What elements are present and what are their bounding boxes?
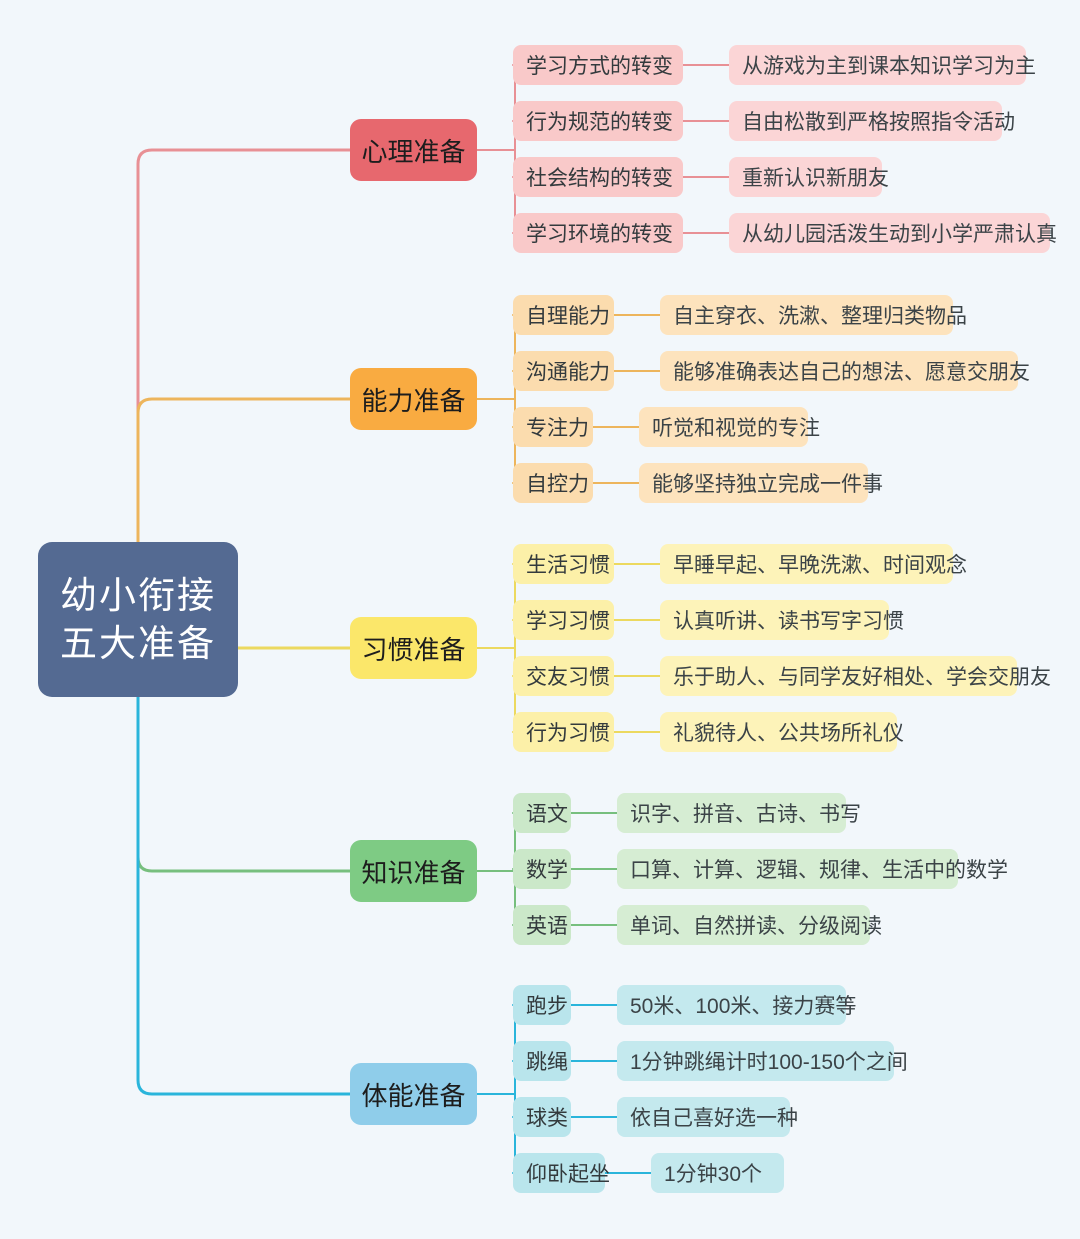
subtopic-label: 行为习惯 — [526, 722, 610, 745]
subtopic-label: 学习习惯 — [526, 610, 610, 633]
subtopic-label: 仰卧起坐 — [526, 1163, 610, 1186]
detail-label: 自由松散到严格按照指令活动 — [742, 111, 1015, 134]
detail-label: 1分钟30个 — [664, 1163, 763, 1186]
subtopic-label: 学习方式的转变 — [526, 55, 673, 78]
detail-node[interactable]: 从游戏为主到课本知识学习为主 — [729, 45, 1036, 85]
detail-label: 礼貌待人、公共场所礼仪 — [673, 722, 904, 745]
detail-node[interactable]: 口算、计算、逻辑、规律、生活中的数学 — [617, 849, 1008, 889]
subtopic-label: 学习环境的转变 — [526, 223, 673, 246]
subtopic-node[interactable]: 自控力 — [513, 463, 593, 503]
subtopic-node[interactable]: 跑步 — [513, 985, 571, 1025]
subtopic-label: 自控力 — [526, 473, 589, 496]
subtopic-node[interactable]: 生活习惯 — [513, 544, 614, 584]
branch-label: 能力准备 — [361, 385, 466, 416]
subtopic-node[interactable]: 行为习惯 — [513, 712, 614, 752]
detail-label: 早睡早起、早晚洗漱、时间观念 — [673, 554, 967, 577]
detail-label: 认真听讲、读书写字习惯 — [673, 610, 904, 633]
detail-label: 识字、拼音、古诗、书写 — [630, 803, 861, 826]
detail-node[interactable]: 单词、自然拼读、分级阅读 — [617, 905, 882, 945]
detail-label: 从幼儿园活泼生动到小学严肃认真 — [742, 223, 1057, 246]
detail-node[interactable]: 自主穿衣、洗漱、整理归类物品 — [660, 295, 967, 335]
branch-label: 体能准备 — [361, 1080, 466, 1111]
detail-node[interactable]: 识字、拼音、古诗、书写 — [617, 793, 861, 833]
detail-label: 乐于助人、与同学友好相处、学会交朋友 — [673, 666, 1051, 689]
detail-node[interactable]: 礼貌待人、公共场所礼仪 — [660, 712, 904, 752]
root-line-2: 五大准备 — [60, 622, 216, 664]
detail-node[interactable]: 能够坚持独立完成一件事 — [639, 463, 883, 503]
detail-label: 单词、自然拼读、分级阅读 — [630, 915, 882, 938]
subtopic-node[interactable]: 学习方式的转变 — [513, 45, 683, 85]
subtopic-node[interactable]: 行为规范的转变 — [513, 101, 683, 141]
subtopic-node[interactable]: 学习习惯 — [513, 600, 614, 640]
subtopic-node[interactable]: 跳绳 — [513, 1041, 571, 1081]
detail-node[interactable]: 乐于助人、与同学友好相处、学会交朋友 — [660, 656, 1051, 696]
detail-label: 自主穿衣、洗漱、整理归类物品 — [673, 305, 967, 328]
branch-node-3[interactable]: 习惯准备 — [350, 617, 477, 679]
detail-node[interactable]: 50米、100米、接力赛等 — [617, 985, 856, 1025]
subtopic-label: 自理能力 — [526, 305, 610, 328]
subtopic-label: 球类 — [526, 1107, 568, 1130]
detail-label: 能够准确表达自己的想法、愿意交朋友 — [673, 361, 1030, 384]
subtopic-node[interactable]: 数学 — [513, 849, 571, 889]
subtopic-label: 跳绳 — [526, 1051, 568, 1074]
detail-node[interactable]: 早睡早起、早晚洗漱、时间观念 — [660, 544, 967, 584]
branch-label: 心理准备 — [361, 136, 466, 167]
detail-node[interactable]: 1分钟跳绳计时100-150个之间 — [617, 1041, 908, 1081]
detail-node[interactable]: 认真听讲、读书写字习惯 — [660, 600, 904, 640]
detail-label: 重新认识新朋友 — [742, 167, 889, 190]
detail-node[interactable]: 1分钟30个 — [651, 1153, 784, 1193]
subtopic-label: 社会结构的转变 — [526, 167, 673, 190]
subtopic-label: 交友习惯 — [526, 666, 610, 689]
detail-node[interactable]: 依自己喜好选一种 — [617, 1097, 798, 1137]
detail-label: 从游戏为主到课本知识学习为主 — [742, 55, 1036, 78]
subtopic-node[interactable]: 社会结构的转变 — [513, 157, 683, 197]
subtopic-label: 沟通能力 — [526, 361, 610, 384]
detail-node[interactable]: 自由松散到严格按照指令活动 — [729, 101, 1015, 141]
subtopic-node[interactable]: 自理能力 — [513, 295, 614, 335]
subtopic-label: 跑步 — [526, 995, 568, 1018]
subtopic-node[interactable]: 英语 — [513, 905, 571, 945]
subtopic-node[interactable]: 学习环境的转变 — [513, 213, 683, 253]
detail-node[interactable]: 听觉和视觉的专注 — [639, 407, 820, 447]
detail-node[interactable]: 重新认识新朋友 — [729, 157, 889, 197]
detail-label: 1分钟跳绳计时100-150个之间 — [630, 1051, 908, 1074]
subtopic-label: 英语 — [526, 915, 568, 938]
branch-node-4[interactable]: 知识准备 — [350, 840, 477, 902]
branch-node-2[interactable]: 能力准备 — [350, 368, 477, 430]
subtopic-label: 数学 — [526, 859, 568, 882]
branch-label: 习惯准备 — [361, 634, 466, 665]
subtopic-node[interactable]: 语文 — [513, 793, 571, 833]
subtopic-node[interactable]: 仰卧起坐 — [513, 1153, 610, 1193]
root-node[interactable]: 幼小衔接 五大准备 — [38, 542, 238, 697]
subtopic-node[interactable]: 球类 — [513, 1097, 571, 1137]
branch-label: 知识准备 — [361, 857, 466, 888]
detail-label: 50米、100米、接力赛等 — [630, 995, 857, 1018]
subtopic-label: 语文 — [526, 803, 568, 826]
subtopic-label: 生活习惯 — [526, 554, 610, 577]
subtopic-label: 专注力 — [526, 417, 589, 440]
subtopic-label: 行为规范的转变 — [526, 111, 673, 134]
detail-label: 能够坚持独立完成一件事 — [652, 473, 883, 496]
branch-node-1[interactable]: 心理准备 — [350, 119, 477, 181]
subtopic-node[interactable]: 专注力 — [513, 407, 593, 447]
branch-node-5[interactable]: 体能准备 — [350, 1063, 477, 1125]
detail-label: 听觉和视觉的专注 — [652, 417, 820, 440]
detail-node[interactable]: 能够准确表达自己的想法、愿意交朋友 — [660, 351, 1030, 391]
detail-label: 依自己喜好选一种 — [630, 1107, 798, 1130]
subtopic-node[interactable]: 交友习惯 — [513, 656, 614, 696]
subtopic-node[interactable]: 沟通能力 — [513, 351, 614, 391]
detail-node[interactable]: 从幼儿园活泼生动到小学严肃认真 — [729, 213, 1057, 253]
detail-label: 口算、计算、逻辑、规律、生活中的数学 — [630, 859, 1008, 882]
root-line-1: 幼小衔接 — [60, 575, 216, 617]
